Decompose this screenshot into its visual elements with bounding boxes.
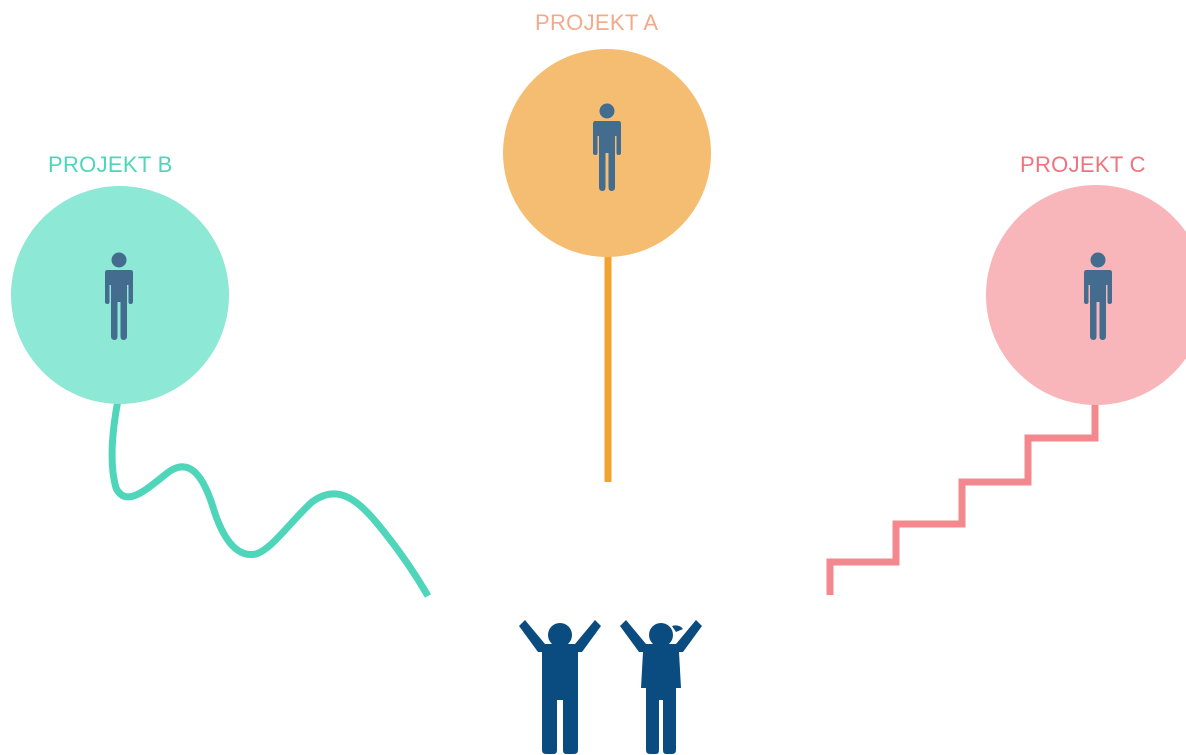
woman-celebrating-icon: [620, 620, 702, 754]
man-celebrating-icon: [519, 620, 601, 754]
team-celebrating-icon: [519, 620, 702, 754]
project-b-path: [108, 394, 432, 598]
project-c-label: PROJEKT C: [1020, 152, 1146, 177]
project-a-label: PROJEKT A: [535, 10, 659, 35]
project-b-label: PROJEKT B: [48, 152, 173, 177]
project-c-path: [826, 398, 1099, 595]
